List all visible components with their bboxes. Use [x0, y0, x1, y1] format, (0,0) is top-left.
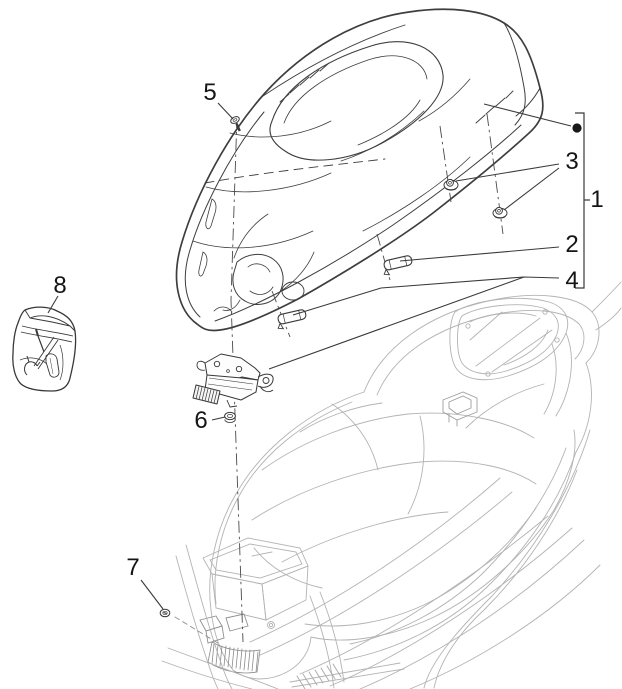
bag-screwdriver [35, 328, 60, 378]
leader-4 [268, 276, 560, 370]
scooter-body-drawing [161, 281, 622, 689]
body-ribbed-boot [207, 641, 261, 674]
footboard-hatch [296, 663, 342, 689]
leader-5 [217, 102, 234, 120]
toolkit-bag-part [12, 306, 77, 392]
leader-8 [47, 295, 59, 314]
rubber-buffer-parts [443, 178, 508, 219]
leader-3 [455, 163, 560, 211]
callout-7[interactable]: 7 [126, 554, 140, 581]
callout-1[interactable]: 1 [590, 186, 604, 213]
saddle-drawing [175, 8, 544, 332]
callout-2[interactable]: 2 [565, 231, 579, 258]
callout-8[interactable]: 8 [53, 272, 67, 299]
leader-lines [47, 102, 572, 610]
rubber-pad-2-part [383, 255, 413, 276]
body-seat-catch [442, 391, 478, 427]
screw-7-part [159, 608, 171, 618]
leader-2 [399, 246, 560, 262]
callout-4[interactable]: 4 [565, 267, 579, 294]
leader-1 [483, 103, 572, 127]
callout-bracket-1 [575, 112, 590, 289]
body-battery-box [202, 537, 309, 629]
body-lock-clips [199, 613, 249, 644]
leader-6 [211, 416, 226, 421]
projection-lines [230, 113, 504, 643]
callout-6[interactable]: 6 [194, 407, 208, 434]
callout-5[interactable]: 5 [203, 79, 217, 106]
leader-7 [140, 579, 164, 610]
nut-6-part [224, 411, 236, 423]
saddle-latch-part [192, 353, 274, 408]
leader-1-dot [572, 123, 582, 133]
callout-3[interactable]: 3 [565, 148, 579, 175]
